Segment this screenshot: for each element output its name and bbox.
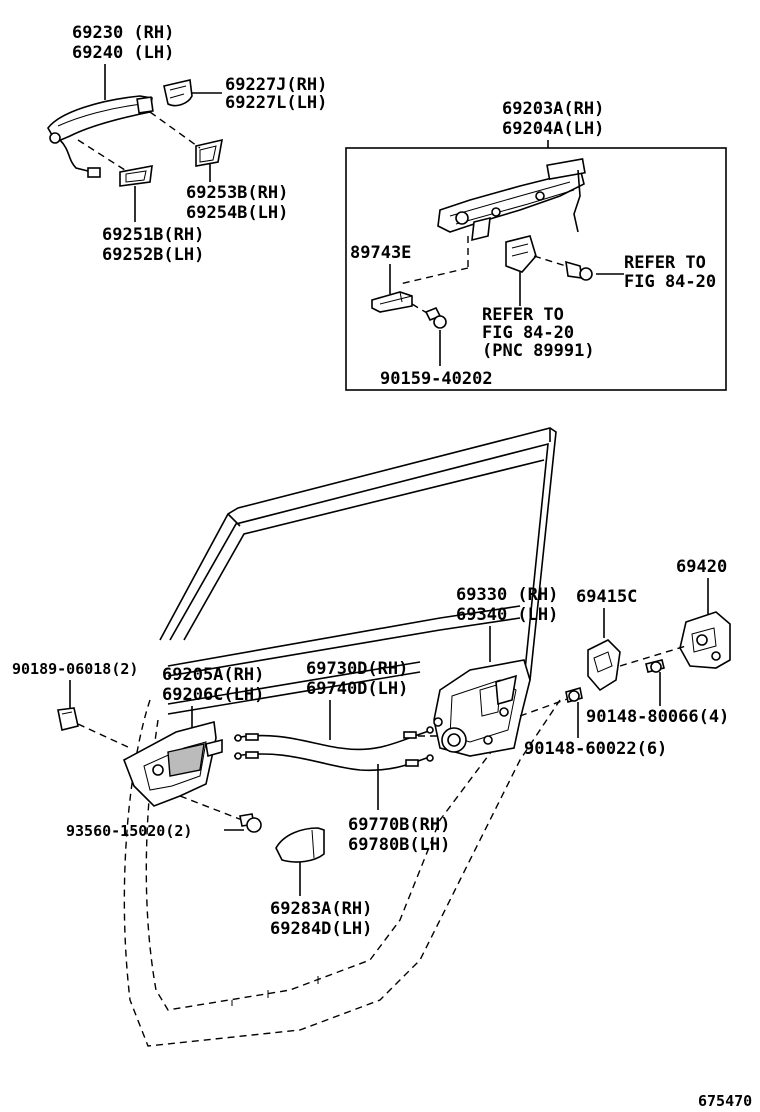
screw-90159: [424, 306, 447, 329]
label-refer-right-2: FIG 84-20: [624, 272, 716, 292]
key-cylinder-cap: [163, 79, 193, 107]
label-69251b: 69251B(RH): [102, 225, 204, 245]
inner-bezel: [275, 827, 325, 863]
label-69770b: 69770B(RH): [348, 815, 450, 835]
label-69227j: 69227J(RH): [225, 75, 327, 95]
label-69254b: 69254B(LH): [186, 203, 288, 223]
inside-handle: [123, 720, 223, 807]
label-69204a: 69204A(LH): [502, 119, 604, 139]
label-90148-60022: 90148-60022(6): [524, 739, 667, 759]
label-69284d: 69284D(LH): [270, 919, 372, 939]
handle-screw: [239, 813, 262, 833]
door-outline: [123, 427, 561, 1047]
connector-plug: [87, 167, 101, 178]
clip-90189: [57, 707, 79, 731]
label-refer-mid-2: FIG 84-20: [482, 323, 574, 343]
label-69283a: 69283A(RH): [270, 899, 372, 919]
cables: [233, 726, 434, 772]
label-69420: 69420: [676, 557, 727, 577]
front-handle-pad: [119, 165, 153, 187]
label-69253b: 69253B(RH): [186, 183, 288, 203]
handle-frame: [437, 158, 586, 242]
label-69740d: 69740D(LH): [306, 679, 408, 699]
outside-handle-group: [47, 79, 224, 222]
label-90159: 90159-40202: [380, 369, 493, 389]
bracket-89743e: [371, 291, 413, 313]
label-69227l: 69227L(LH): [225, 93, 327, 113]
label-69780b: 69780B(LH): [348, 835, 450, 855]
striker-cover: [587, 639, 621, 692]
outside-handle: [47, 95, 153, 144]
label-90148-80066: 90148-80066(4): [586, 707, 729, 727]
assembly-box: [345, 147, 727, 391]
figure-number: 675470: [698, 1092, 752, 1110]
label-93560: 93560-15020(2): [66, 822, 192, 840]
lock-screw: [565, 686, 583, 704]
label-69203a: 69203A(RH): [502, 99, 604, 119]
label-90189: 90189-06018(2): [12, 660, 138, 678]
door-striker: [679, 611, 731, 669]
label-69240: 69240 (LH): [72, 43, 174, 63]
label-69205a: 69205A(RH): [162, 665, 264, 685]
label-89743e: 89743E: [350, 243, 411, 263]
label-refer-mid-1: REFER TO: [482, 305, 564, 325]
label-69206c: 69206C(LH): [162, 685, 264, 705]
door-lock-assembly: [433, 659, 531, 757]
label-69340: 69340 (LH): [456, 605, 558, 625]
label-69415c: 69415C: [576, 587, 637, 607]
lock-cylinder: [505, 235, 593, 281]
label-69730d: 69730D(RH): [306, 659, 408, 679]
label-69330: 69330 (RH): [456, 585, 558, 605]
striker-screw: [645, 659, 665, 673]
label-69252b: 69252B(LH): [102, 245, 204, 265]
label-refer-mid-3: (PNC 89991): [482, 341, 595, 361]
label-refer-right-1: REFER TO: [624, 253, 706, 273]
label-69230: 69230 (RH): [72, 23, 174, 43]
